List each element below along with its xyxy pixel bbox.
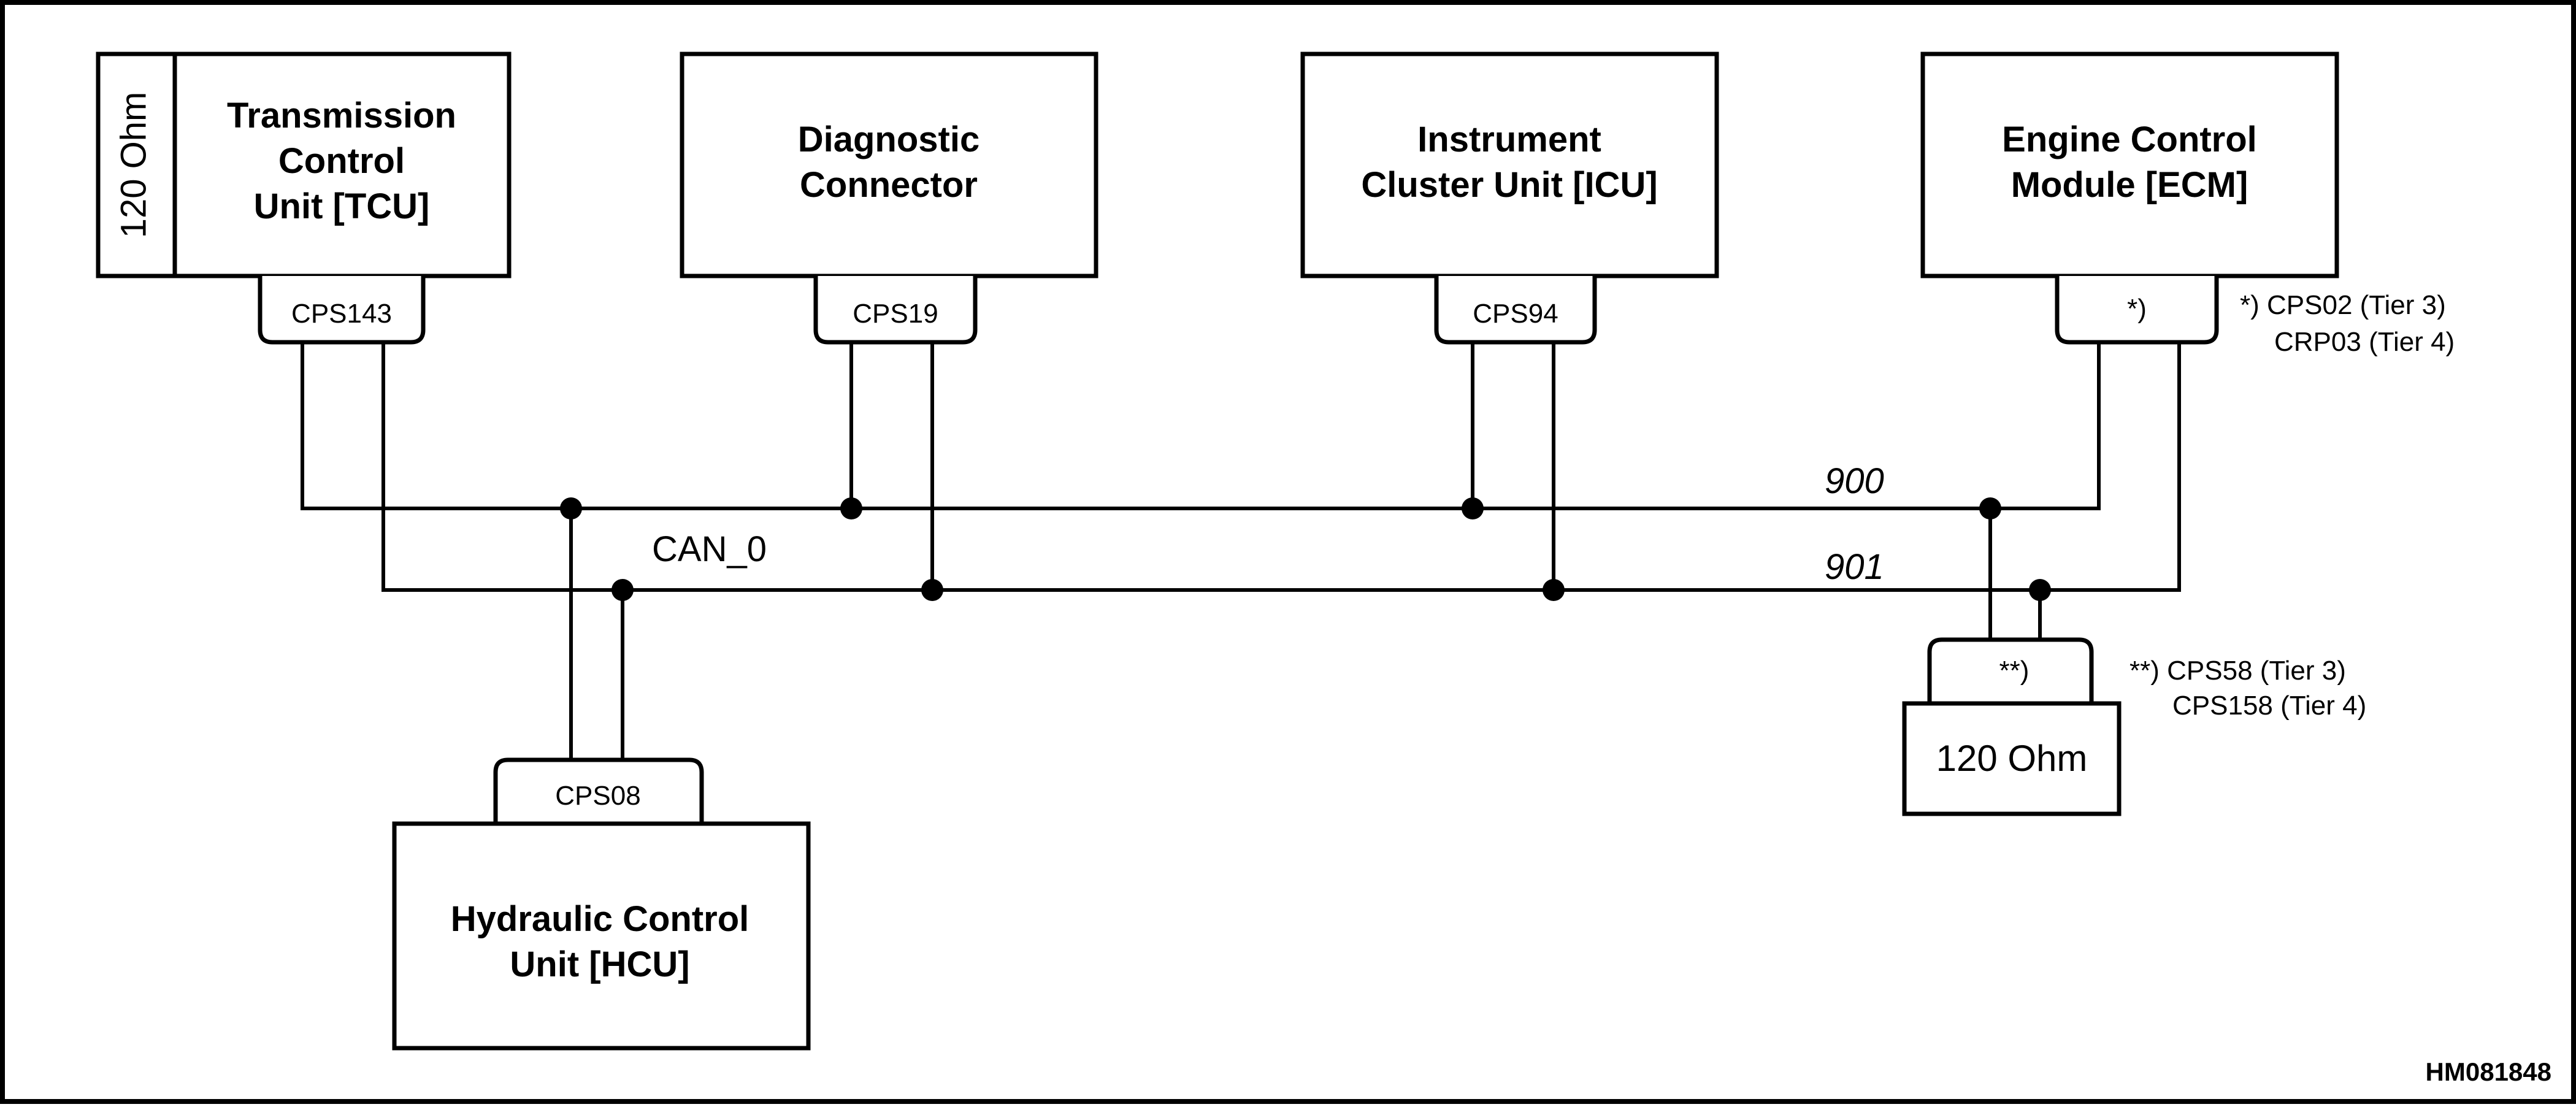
wire-900-bus bbox=[301, 339, 2101, 510]
terminator-note-line: CPS158 (Tier 4) bbox=[2172, 691, 2366, 721]
bus-name-label: CAN_0 bbox=[652, 529, 767, 569]
junction-dot bbox=[1543, 579, 1565, 601]
tcu-unit: 120 Ohm Transmission Control Unit [TCU] … bbox=[96, 52, 512, 345]
terminator-connector-label: **) bbox=[1999, 656, 2030, 686]
figure-id: HM081848 bbox=[2426, 1057, 2551, 1086]
wire-901-bus bbox=[381, 339, 2181, 592]
ecm-connector bbox=[2055, 276, 2219, 345]
hcu-connector-label: CPS08 bbox=[555, 781, 640, 811]
junctions bbox=[560, 497, 2051, 601]
icu-unit: Instrument Cluster Unit [ICU] CPS94 bbox=[1300, 52, 1719, 345]
hcu-label-line: Unit [HCU] bbox=[510, 944, 689, 984]
junction-dot bbox=[1979, 497, 2001, 519]
terminator-label: 120 Ohm bbox=[1936, 738, 2088, 779]
junction-dot bbox=[921, 579, 943, 601]
icu-label-line: Cluster Unit [ICU] bbox=[1361, 165, 1657, 205]
ecm-box bbox=[1920, 52, 2339, 278]
ecm-note-line: *) CPS02 (Tier 3) bbox=[2240, 290, 2446, 320]
hcu-label-line: Hydraulic Control bbox=[451, 899, 749, 939]
wires bbox=[301, 339, 2181, 760]
tcu-connector-label: CPS143 bbox=[291, 299, 392, 329]
junction-dot bbox=[840, 497, 862, 519]
diagnostic-unit: Diagnostic Connector CPS19 bbox=[680, 52, 1098, 345]
tcu-label-line: Transmission bbox=[227, 96, 456, 136]
terminator-note-line: **) CPS58 (Tier 3) bbox=[2129, 656, 2346, 686]
junction-dot bbox=[1462, 497, 1484, 519]
icu-box bbox=[1300, 52, 1719, 278]
ecm-note-line: CRP03 (Tier 4) bbox=[2274, 327, 2455, 357]
terminator-box bbox=[1902, 701, 2122, 816]
ecm-unit: Engine Control Module [ECM] *) *) CPS02 … bbox=[1920, 52, 2455, 357]
hcu-unit: CPS08 Hydraulic Control Unit [HCU] bbox=[392, 757, 811, 1051]
diagnostic-label-line: Diagnostic bbox=[798, 120, 980, 159]
hcu-box bbox=[392, 821, 811, 1051]
junction-dot bbox=[2029, 579, 2051, 601]
diagnostic-connector bbox=[813, 276, 978, 345]
ecm-label-line: Engine Control bbox=[2002, 120, 2257, 159]
diagnostic-connector-label: CPS19 bbox=[853, 299, 938, 329]
ecm-label-line: Module [ECM] bbox=[2011, 165, 2248, 205]
tcu-connector bbox=[258, 276, 426, 345]
tcu-label-line: Unit [TCU] bbox=[254, 186, 430, 226]
hcu-connector bbox=[493, 757, 704, 824]
terminator-connector bbox=[1927, 637, 2094, 703]
icu-label-line: Instrument bbox=[1417, 120, 1601, 159]
junction-dot bbox=[560, 497, 582, 519]
diagnostic-label-line: Connector bbox=[800, 165, 978, 205]
wire-901-label: 901 bbox=[1825, 547, 1884, 587]
diagnostic-box bbox=[680, 52, 1098, 278]
wire-900-label: 900 bbox=[1825, 461, 1884, 501]
tcu-terminator-label: 120 Ohm bbox=[113, 92, 153, 239]
icu-connector bbox=[1434, 276, 1597, 345]
icu-connector-label: CPS94 bbox=[1473, 299, 1558, 329]
tcu-label-line: Control bbox=[278, 141, 405, 181]
terminator-unit: **) 120 Ohm **) CPS58 (Tier 3) CPS158 (T… bbox=[1902, 637, 2366, 816]
junction-dot bbox=[611, 579, 634, 601]
ecm-connector-label: *) bbox=[2127, 294, 2147, 324]
